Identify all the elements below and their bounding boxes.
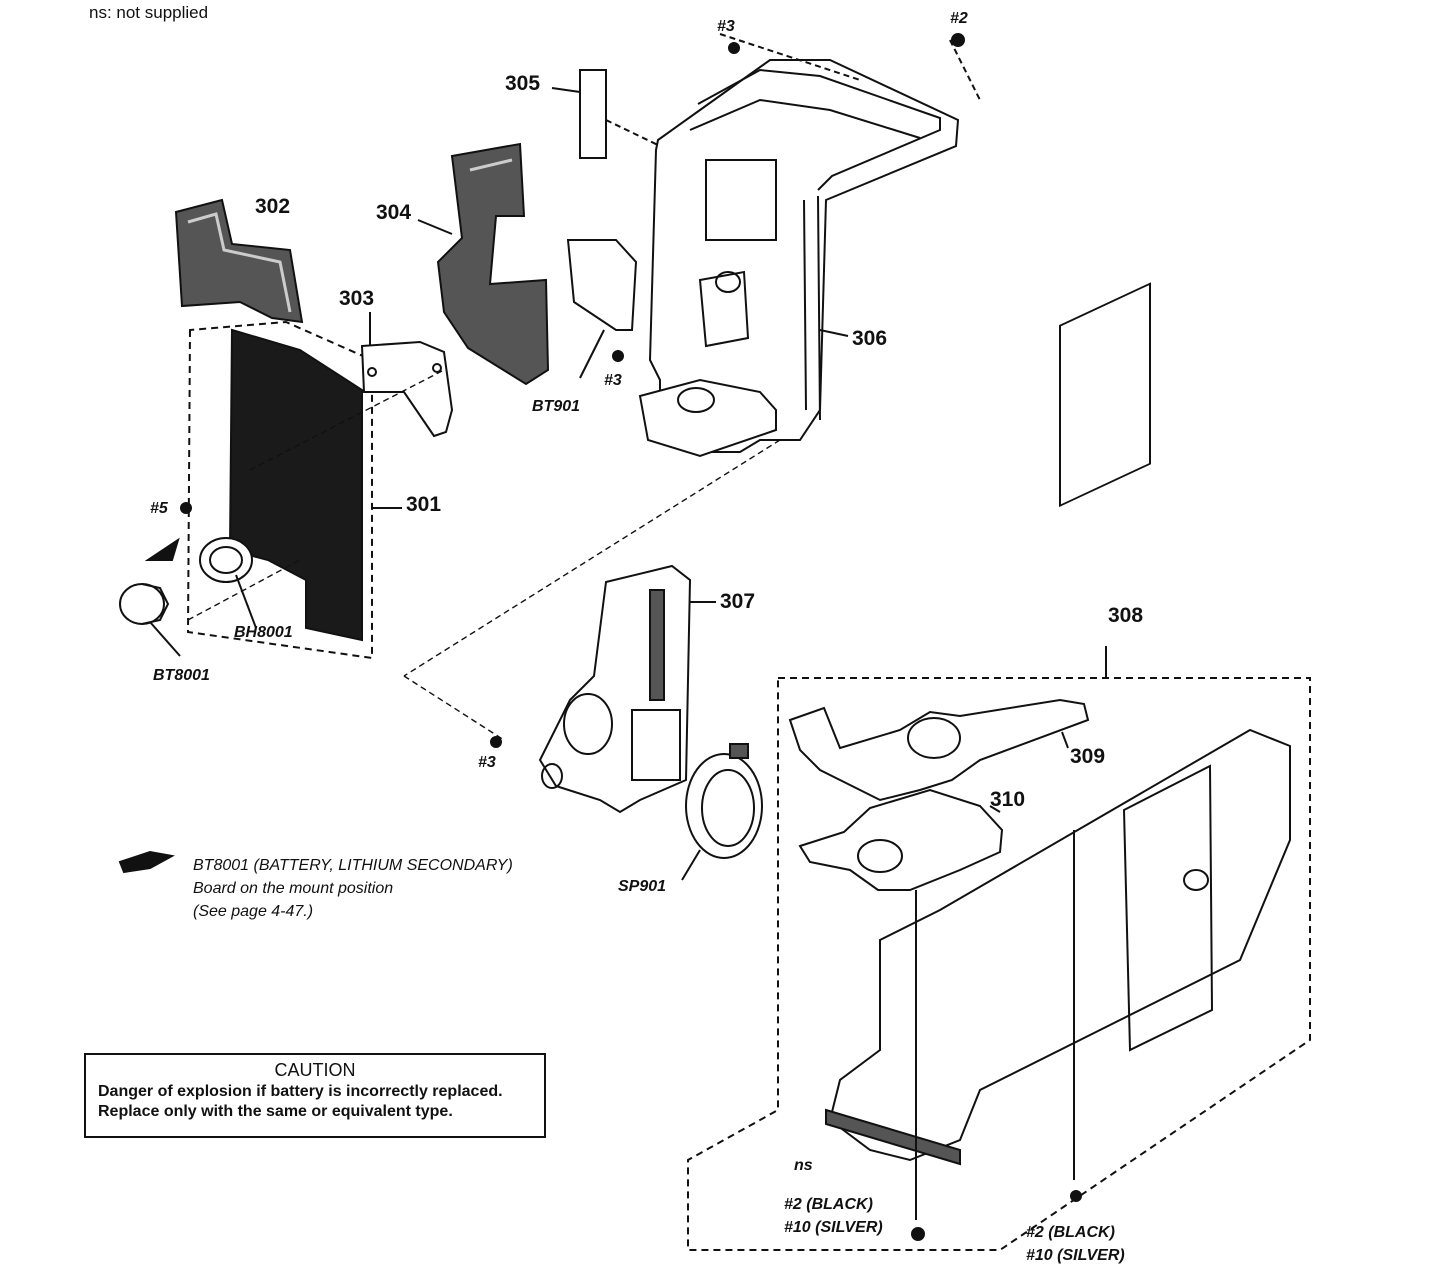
battery-note-line1: BT8001 (BATTERY, LITHIUM SECONDARY)	[193, 857, 513, 874]
screw-label-2-top: #2	[950, 10, 968, 27]
screws	[180, 33, 1082, 1241]
part-label-304: 304	[376, 201, 412, 224]
ref-label-bh8001: BH8001	[234, 624, 293, 641]
part-label-308: 308	[1108, 604, 1144, 627]
screw-label-5: #5	[150, 500, 168, 517]
part-label-307: 307	[720, 590, 756, 613]
part-label-309: 309	[1070, 745, 1106, 768]
part-306-frame	[638, 33, 981, 458]
screw-label-3-top: #3	[717, 18, 735, 35]
part-label-305: 305	[505, 72, 541, 95]
part-308-case	[687, 282, 1311, 1251]
coin-cell-bt8001	[119, 537, 181, 657]
caution-line1: Danger of explosion if battery is incorr…	[98, 1083, 503, 1100]
part-309-plate	[788, 698, 1090, 802]
part-bt901-cover	[566, 239, 638, 379]
part-303-plate	[360, 312, 454, 438]
battery-marker-icon	[118, 850, 175, 874]
battery-note-line2: Board on the mount position	[193, 880, 394, 897]
ref-label-bt8001: BT8001	[153, 667, 210, 684]
part-305-sheet	[551, 69, 661, 159]
caution-box: CAUTION Danger of explosion if battery i…	[84, 1053, 546, 1138]
screw-label-bottom-1-black: #2 (BLACK)	[784, 1196, 873, 1213]
part-label-301: 301	[406, 493, 442, 516]
battery-note-line3: (See page 4-47.)	[193, 903, 314, 920]
header-note: ns: not supplied	[89, 3, 209, 22]
part-310-plate	[798, 788, 1004, 891]
part-304-flex-cable	[417, 142, 550, 386]
alignment-lines	[187, 369, 781, 741]
screw-label-bottom-2-black: #2 (BLACK)	[1026, 1224, 1115, 1241]
ref-label-sp901: SP901	[618, 878, 667, 895]
screw-label-3-mid: #3	[604, 372, 622, 389]
screw-label-3-low: #3	[478, 754, 496, 771]
part-label-306: 306	[852, 327, 888, 350]
ref-label-bt901: BT901	[532, 398, 581, 415]
part-302-bracket	[174, 198, 304, 324]
part-sp901-speaker	[681, 743, 763, 881]
part-label-310: 310	[990, 788, 1026, 811]
battery-holder-bh8001	[199, 537, 257, 629]
screw-label-bottom-1-silver: #10 (SILVER)	[784, 1219, 883, 1236]
part-label-303: 303	[339, 287, 375, 310]
caution-title: CAUTION	[274, 1060, 356, 1080]
screw-label-bottom-2-silver: #10 (SILVER)	[1026, 1247, 1125, 1264]
ref-label-ns: ns	[794, 1157, 813, 1174]
part-307-bracket	[538, 564, 716, 814]
caution-line2: Replace only with the same or equivalent…	[98, 1103, 453, 1120]
part-label-302: 302	[255, 195, 291, 218]
